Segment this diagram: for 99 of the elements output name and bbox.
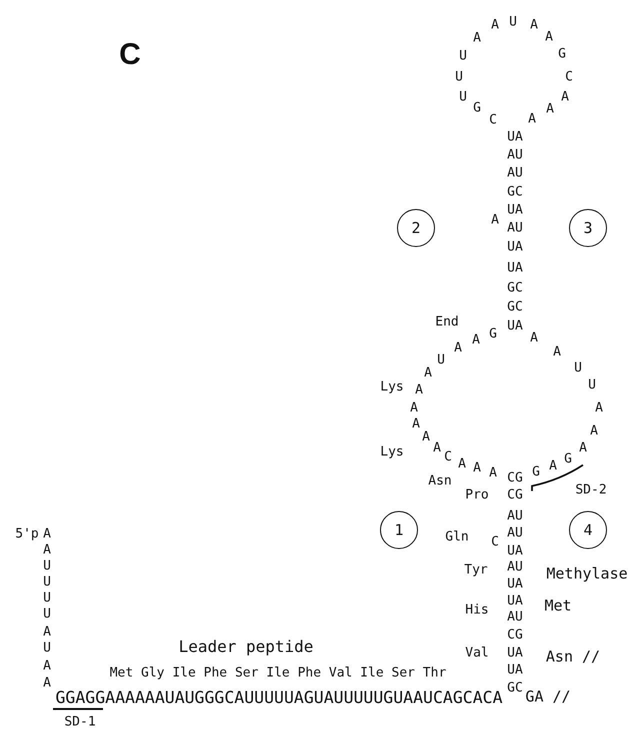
nucleotide-label: C [565, 70, 573, 84]
nucleotide-label: A [454, 342, 462, 354]
base-pair-label: CG [507, 488, 523, 502]
nucleotide-label: G [473, 102, 481, 114]
nucleotide-label: A [473, 462, 481, 474]
nucleotide-label: G [564, 452, 572, 466]
nucleotide-label: G [532, 466, 540, 478]
nucleotide-label: A [43, 676, 51, 690]
base-pair-label: GC [507, 300, 523, 314]
base-pair-label: UA [507, 240, 523, 254]
nucleotide-label: U [459, 50, 467, 62]
nucleotide-label: G [489, 328, 497, 340]
nucleotide-label: A [489, 466, 497, 480]
nucleotide-label: G [558, 48, 566, 60]
gene-label: Asn // [546, 650, 600, 664]
numbered-circle: 1 [380, 511, 418, 549]
nucleotide-label: U [43, 608, 51, 620]
sequence-text: GGAGGAAAAAAUAUGGGCAUUUUUAGUAUUUUUGUAAUCAGCACA [55, 690, 503, 706]
nucleotide-label: A [549, 460, 557, 472]
numbered-circle: 4 [569, 511, 607, 549]
nucleotide-label: A [424, 366, 432, 380]
base-pair-label: GC [507, 186, 523, 198]
amino-acid-label: Val [465, 646, 489, 660]
base-pair-label: UA [507, 204, 523, 216]
base-pair-label: UA [507, 594, 523, 608]
nucleotide-label: U [43, 560, 51, 572]
nucleotide-label: A [43, 528, 51, 540]
amino-acid-label: End [435, 316, 459, 328]
gene-label: Met [544, 598, 572, 614]
amino-acid-label: His [465, 604, 489, 616]
nucleotide-label: A [530, 332, 538, 344]
amino-acid-label: Asn [428, 474, 452, 488]
amino-acid-label: Lys [380, 380, 404, 394]
amino-acid-label: Gln [445, 530, 469, 544]
nucleotide-label: A [415, 384, 423, 396]
nucleotide-label: A [433, 442, 441, 454]
nucleotide-label: A [473, 32, 481, 44]
nucleotide-label: U [509, 16, 517, 28]
nucleotide-label: A [458, 458, 466, 470]
sequence-label: SD-2 [575, 484, 607, 496]
numbered-circle: 2 [397, 209, 435, 247]
base-pair-label: UA [507, 578, 523, 590]
base-pair-label: AU [507, 560, 523, 574]
base-pair-label: AU [507, 610, 523, 624]
base-pair-label: UA [507, 646, 523, 660]
base-pair-label: UA [507, 320, 523, 332]
base-pair-label: AU [507, 148, 523, 162]
peptide-sequence-label: Met Gly Ile Phe Ser Ile Phe Val Ile Ser Thr [110, 666, 446, 680]
amino-acid-label: Pro [465, 488, 489, 502]
sequence-label: 5'p [15, 528, 39, 540]
nucleotide-label: A [472, 334, 480, 346]
nucleotide-label: A [553, 346, 561, 358]
nucleotide-label: A [530, 18, 538, 32]
nucleotide-label: U [43, 642, 51, 654]
nucleotide-label: A [590, 424, 598, 438]
nucleotide-label: A [491, 18, 499, 32]
base-pair-label: AU [507, 222, 523, 234]
nucleotide-label: C [489, 114, 497, 126]
nucleotide-label: U [574, 362, 582, 374]
base-pair-label: UA [507, 664, 523, 676]
base-pair-label: AU [507, 526, 523, 540]
amino-acid-label: Tyr [464, 564, 488, 576]
base-pair-label: AU [507, 166, 523, 180]
nucleotide-label: A [595, 402, 603, 414]
nucleotide-label: U [588, 378, 596, 392]
nucleotide-label: A [546, 102, 554, 116]
base-pair-label: UA [507, 544, 523, 558]
nucleotide-label: A [491, 214, 499, 226]
base-pair-label: AU [507, 510, 523, 522]
sequence-label: SD-1 [64, 716, 96, 728]
base-pair-label: UA [507, 262, 523, 274]
nucleotide-label: A [43, 544, 51, 556]
nucleotide-label: A [422, 430, 430, 444]
nucleotide-label: U [437, 354, 445, 366]
nucleotide-label: U [455, 70, 463, 84]
nucleotide-label: A [579, 442, 587, 454]
nucleotide-label: A [412, 418, 420, 430]
nucleotide-label: U [43, 576, 51, 588]
nucleotide-label: A [43, 660, 51, 672]
panel-letter: C [119, 40, 141, 70]
base-pair-label: GC [507, 282, 523, 294]
nucleotide-label: U [43, 592, 51, 604]
nucleotide-label: U [459, 90, 467, 104]
nucleotide-label: A [545, 30, 553, 44]
base-pair-label: UA [507, 130, 523, 144]
base-pair-label: GC [507, 682, 523, 694]
heading-label: Leader peptide [178, 639, 314, 655]
gene-label: Methylase [546, 566, 628, 582]
base-pair-label: CG [507, 472, 523, 484]
nucleotide-label: C [491, 536, 499, 548]
nucleotide-label: A [528, 112, 536, 126]
nucleotide-label: A [561, 90, 569, 104]
base-pair-label: CG [507, 628, 523, 642]
gene-label: GA // [525, 690, 571, 704]
nucleotide-label: A [43, 626, 51, 638]
nucleotide-label: A [410, 402, 418, 414]
numbered-circle: 3 [569, 209, 607, 247]
nucleotide-label: C [444, 450, 452, 464]
amino-acid-label: Lys [380, 446, 404, 458]
